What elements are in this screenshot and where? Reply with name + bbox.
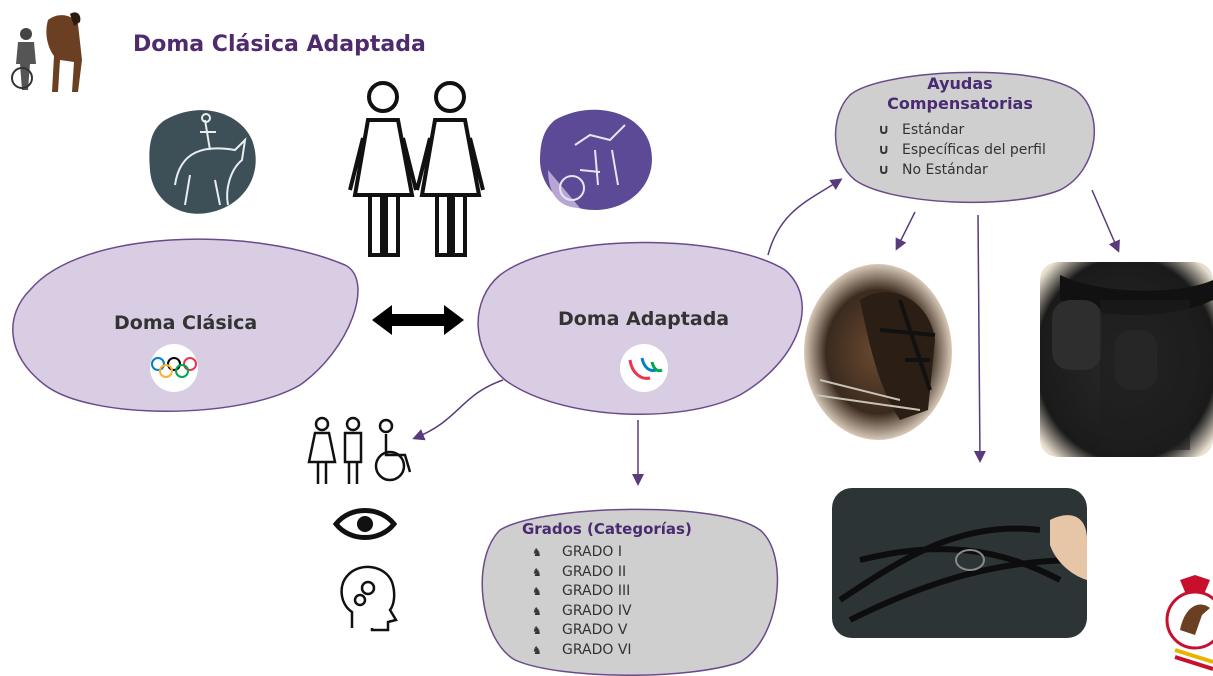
doma-adaptada-label: Doma Adaptada [558, 308, 730, 330]
federation-logo-icon [1165, 575, 1213, 671]
saddle-photo [1040, 262, 1213, 457]
list-item: ♞GRADO IV [532, 602, 632, 619]
ayudas-oval[interactable] [834, 71, 1096, 204]
double-arrow [372, 305, 464, 335]
doma-clasica-oval[interactable] [12, 238, 359, 412]
paralympic-logo-icon [620, 344, 668, 392]
olympic-rings-icon [150, 344, 198, 392]
grados-oval[interactable] [481, 508, 779, 676]
list-item: ♞GRADO II [532, 563, 627, 580]
horse-bridle-photo [804, 264, 952, 440]
mind-gears-icon [340, 565, 398, 632]
list-item: ♞GRADO I [532, 544, 622, 560]
reins-photo [832, 488, 1087, 638]
connectors [412, 178, 1120, 486]
list-item: ∪Específicas del perfil [878, 142, 1046, 158]
eye-icon [332, 508, 398, 540]
list-item: ♞GRADO V [532, 622, 628, 639]
doma-adaptada-oval[interactable] [477, 241, 803, 416]
list-item: ♞GRADO III [532, 583, 631, 600]
list-item: ♞GRADO VI [532, 641, 632, 658]
rider-with-horse-icon [11, 12, 82, 92]
doma-clasica-label: Doma Clásica [114, 312, 258, 334]
para-rider-icon [540, 109, 652, 210]
persons-wheelchair-icon [307, 416, 412, 484]
list-item: ∪No Estándar [878, 162, 988, 178]
people-icon [348, 81, 485, 257]
list-item: ∪Estándar [878, 122, 965, 138]
ayudas-title: Ayudas Compensatorias [887, 74, 1033, 113]
page-title: Doma Clásica Adaptada [133, 32, 426, 57]
dressage-rider-icon [149, 110, 256, 214]
grados-list: ♞GRADO I ♞GRADO II ♞GRADO III ♞GRADO IV … [532, 543, 632, 661]
grados-title: Grados (Categorías) [522, 520, 692, 538]
ayudas-list: ∪Estándar ∪Específicas del perfil ∪No Es… [878, 120, 1046, 180]
